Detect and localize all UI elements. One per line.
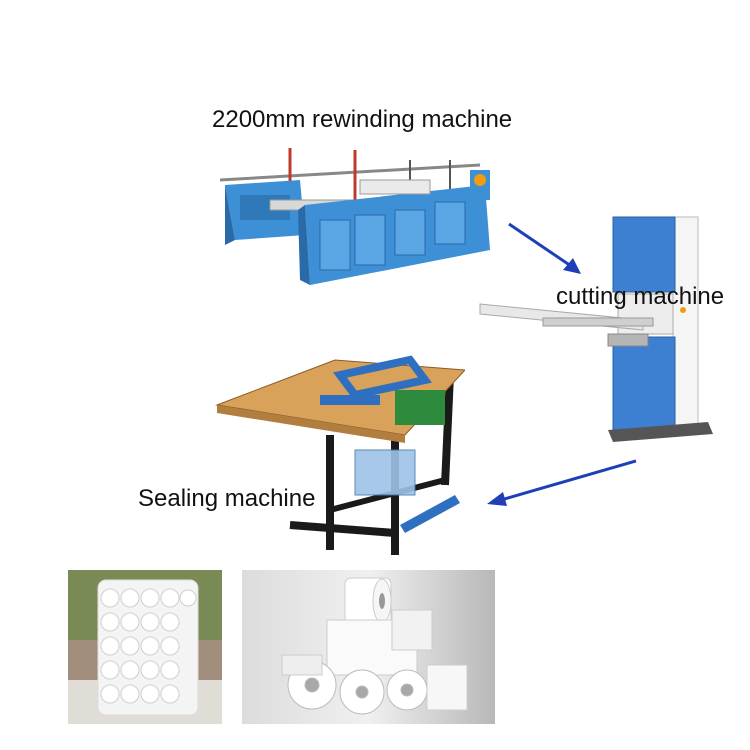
packed-rolls-photo <box>68 570 222 724</box>
rewinding-machine-image <box>210 140 500 290</box>
cutting-machine-image <box>478 212 718 444</box>
arrow-down-right-icon <box>505 220 585 280</box>
rewinding-machine-label: 2200mm rewinding machine <box>212 106 513 133</box>
sealing-machine-label: Sealing machine <box>138 485 316 512</box>
cutting-machine-label: cutting machine <box>556 283 725 310</box>
toilet-rolls-photo <box>242 570 495 724</box>
sealing-machine-image <box>215 335 465 565</box>
arrow-down-left-icon <box>485 458 640 508</box>
